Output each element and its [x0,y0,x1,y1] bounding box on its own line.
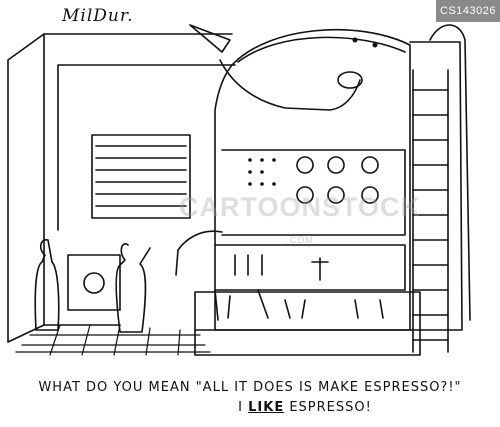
caption-line-1: what do you mean "all it does is make es… [38,380,462,395]
tall-pipe [429,24,471,321]
gauge-6 [361,186,379,204]
gauge-5 [327,186,345,204]
man-left [34,239,60,331]
machine-lower-panel [214,244,406,291]
panel-rivet [260,170,264,174]
machine-pipe [219,59,361,111]
caption-line-2-start: i [238,400,249,415]
machine-levers [234,254,329,281]
caption-line-2-end: espresso! [284,400,372,415]
machine-handles [214,289,384,321]
steam-wand [175,230,223,276]
machine-base [194,291,421,356]
panel-rivet [248,182,252,186]
window-blinds [95,145,187,207]
floor-tiles [15,324,211,356]
ladder-rungs [412,89,449,341]
counter [67,254,121,311]
machine-control-panel [221,149,406,236]
room-wall-left [7,33,45,343]
pipe-elbow [337,71,363,89]
gauge-4 [296,186,314,204]
man-right [115,243,151,333]
ladder-rails [412,69,449,353]
gauge-1 [296,156,314,174]
panel-rivet [352,37,358,43]
back-wall-panel [57,64,236,231]
cartoon-id-badge: CS143026 [436,0,500,22]
panel-rivet [260,182,264,186]
caption-emphasis: like [248,400,285,415]
gauge-2 [327,156,345,174]
artist-signature: MilDur. [62,6,134,26]
watermark-logo: CARTOONSTOCK [178,192,421,222]
gauge-3 [361,156,379,174]
machine-dome [214,28,411,331]
caption-line-2: i like espresso! [0,400,500,415]
panel-rivet [272,158,276,162]
panel-rivet [248,158,252,162]
machine-vent-flap [189,24,231,53]
panel-rivet [272,182,276,186]
side-tank [409,41,463,331]
panel-rivet [260,158,264,162]
panel-rivet [248,170,252,174]
panel-rivet [372,42,378,48]
watermark-suffix: .COM [286,235,314,245]
window-frame [91,134,191,219]
counter-emblem [83,272,105,294]
machine-top-rivets-band [237,36,406,63]
